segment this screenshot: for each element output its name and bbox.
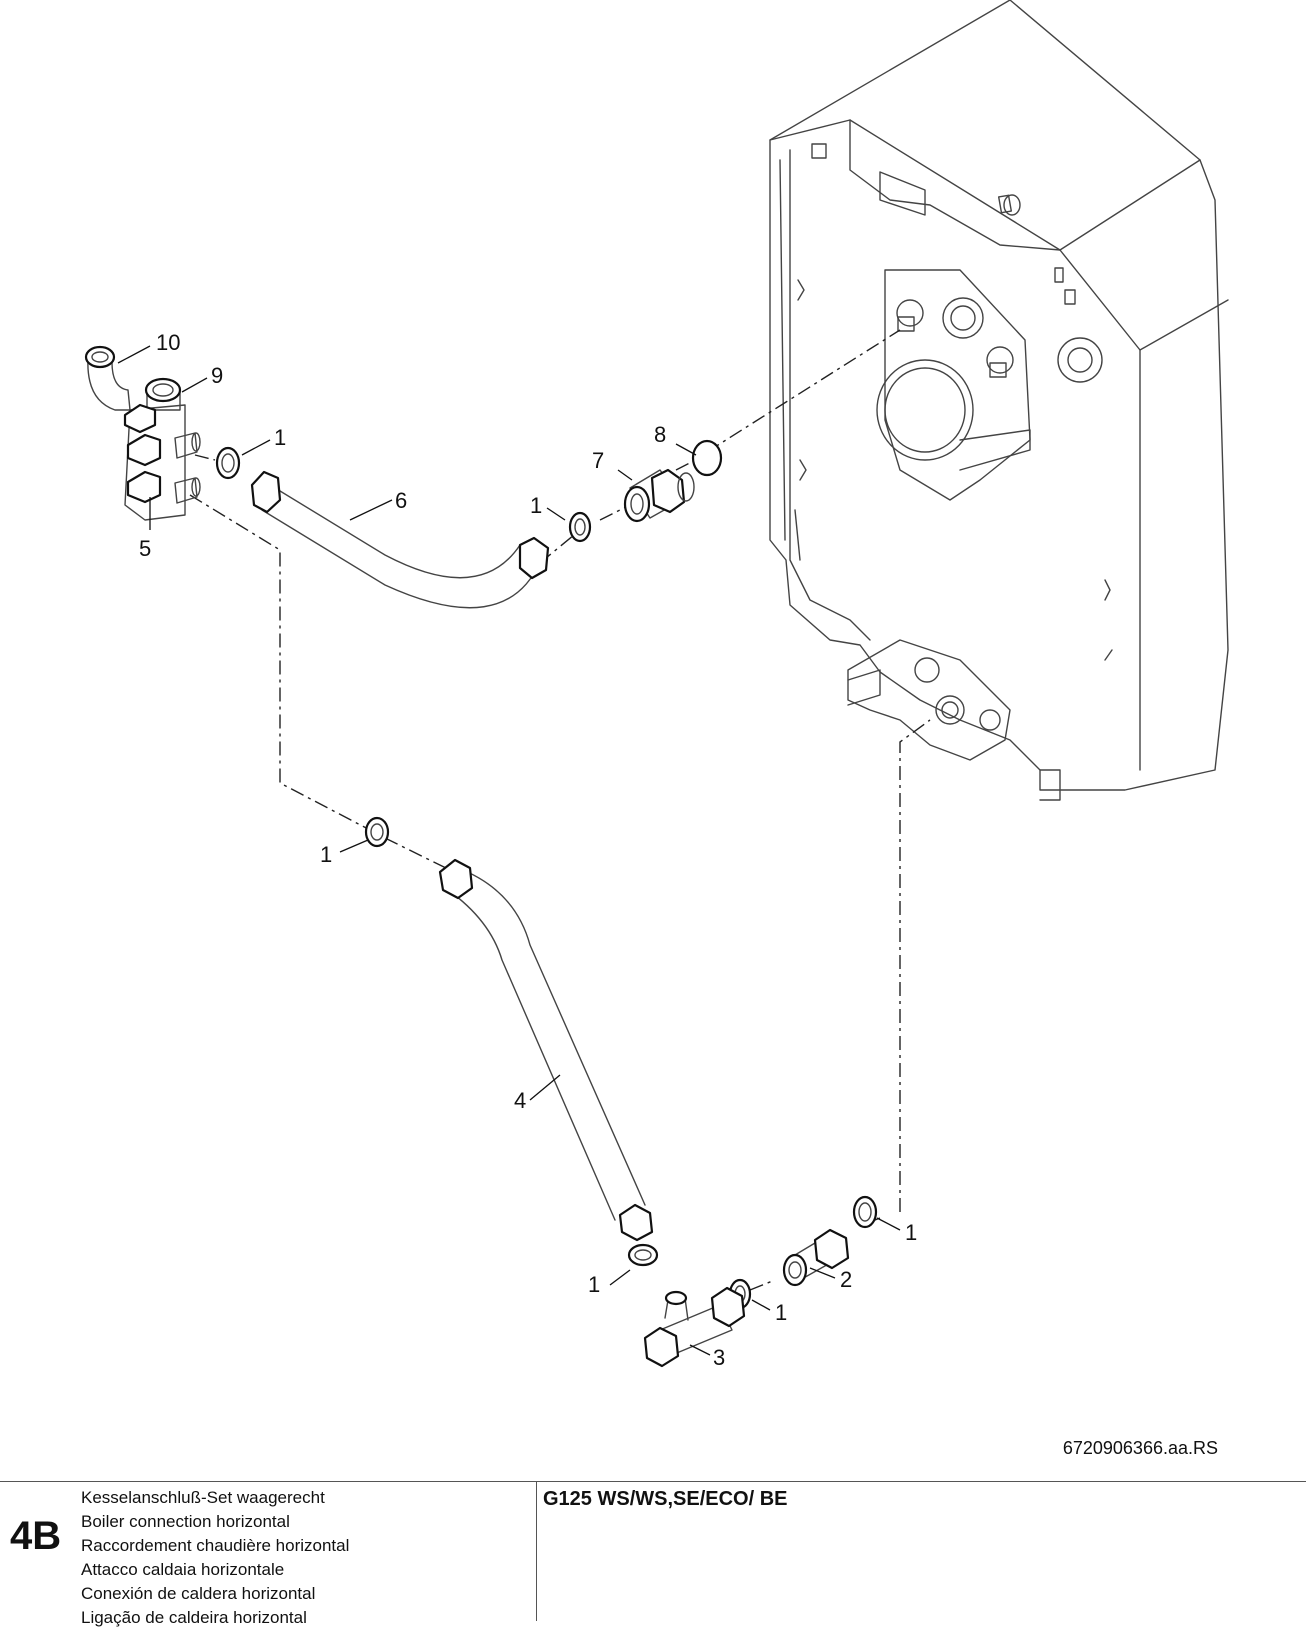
callout-5: 5: [139, 536, 151, 561]
washer-1a: [215, 446, 241, 480]
part-3-tee: [643, 1286, 746, 1368]
title-french: Raccordement chaudière horizontal: [81, 1536, 350, 1555]
title-german: Kesselanschluß-Set waagerecht: [81, 1488, 325, 1507]
callout-1a: 1: [274, 425, 286, 450]
callout-1b: 1: [530, 493, 542, 518]
part-7-nipple: [623, 468, 695, 523]
callout-1d: 1: [588, 1272, 600, 1297]
part-8-gasket: [691, 439, 723, 477]
washer-1b: [568, 511, 592, 543]
title-portuguese: Ligação de caldeira horizontal: [81, 1608, 307, 1627]
model-designation: G125 WS/WS,SE/ECO/ BE: [543, 1488, 788, 1510]
part-2-union: [782, 1228, 850, 1287]
callout-7: 7: [592, 448, 604, 473]
washers-part-1: [215, 446, 878, 1310]
callout-1f: 1: [905, 1220, 917, 1245]
title-english: Boiler connection horizontal: [81, 1512, 290, 1531]
callout-4: 4: [514, 1088, 526, 1113]
callout-8: 8: [654, 422, 666, 447]
title-italian: Attacco caldaia horizontale: [81, 1560, 285, 1579]
assembly-centerlines: [189, 329, 931, 1291]
part-5-block: [123, 403, 201, 521]
washer-1c: [364, 816, 390, 848]
title-spanish: Conexión de caldera horizontal: [81, 1584, 316, 1603]
drawing-reference-number: 6720906366.aa.RS: [1062, 1438, 1218, 1458]
exploded-parts-diagram: 10 9 1 5 6 1 7 8 1 4 1 1 2 1 3: [84, 0, 1229, 1370]
callout-10: 10: [156, 330, 180, 355]
part-6-pipe: [250, 470, 550, 609]
callout-2: 2: [840, 1267, 852, 1292]
part-4-pipe: [438, 858, 654, 1242]
title-block-divider: [536, 1482, 537, 1621]
multilingual-title-list: Kesselanschluß-Set waagerecht Boiler con…: [81, 1486, 349, 1630]
callout-1e: 1: [775, 1300, 787, 1325]
washer-1f: [852, 1195, 878, 1229]
title-block: 4B Kesselanschluß-Set waagerecht Boiler …: [0, 1481, 1306, 1627]
section-number: 4B: [10, 1514, 62, 1558]
callout-3: 3: [713, 1345, 725, 1370]
callout-1c: 1: [320, 842, 332, 867]
washer-1d: [627, 1243, 659, 1267]
callout-9: 9: [211, 363, 223, 388]
boiler-body: [769, 0, 1229, 801]
part-9-nut: [144, 377, 182, 411]
leader-lines: [117, 345, 901, 1356]
part-10-elbow: [84, 345, 131, 411]
callout-labels: 10 9 1 5 6 1 7 8 1 4 1 1 2 1 3: [139, 330, 917, 1370]
callout-6: 6: [395, 488, 407, 513]
